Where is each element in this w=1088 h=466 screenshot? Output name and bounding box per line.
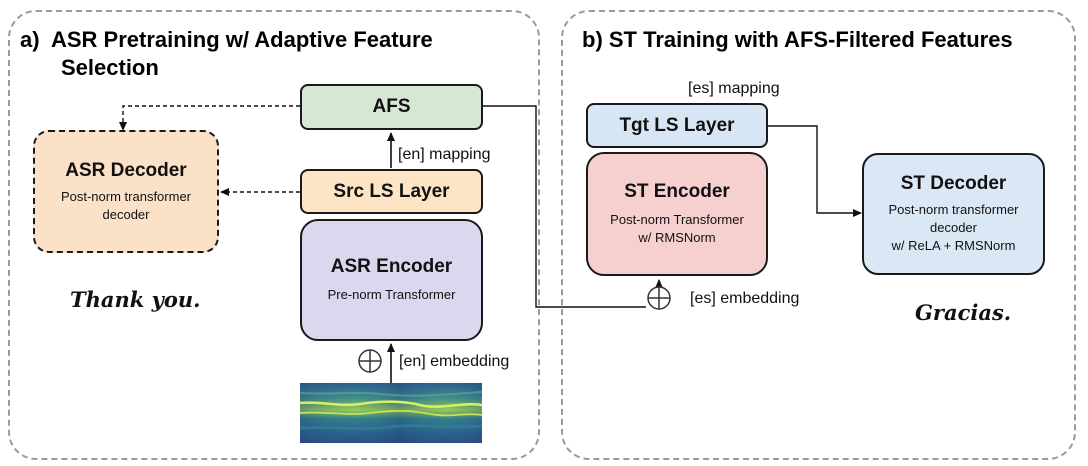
st-decoder-subtitle-line2: decoder [930, 220, 977, 235]
asr-encoder-subtitle: Pre-norm Transformer [327, 287, 456, 302]
panel-a [8, 10, 540, 460]
panel-a-title-line1: a) ASR Pretraining w/ Adaptive Feature [20, 27, 433, 52]
src-ls-layer-label: Src LS Layer [333, 180, 450, 202]
spectrogram-image [300, 383, 482, 443]
es-embedding-label: [es] embedding [690, 290, 800, 307]
asr-decoder-subtitle-line2: decoder [102, 206, 150, 222]
en-mapping-label: [en] mapping [398, 146, 491, 163]
st-encoder-box: ST Encoder Post-norm Transformer w/ RMSN… [586, 152, 768, 276]
st-decoder-subtitle-line3: w/ ReLA + RMSNorm [891, 238, 1016, 253]
en-embedding-label: [en] embedding [399, 353, 510, 370]
panel-b [561, 10, 1076, 460]
st-decoder-box: ST Decoder Post-norm transformer decoder… [862, 153, 1045, 275]
asr-decoder-subtitle-line1: Post-norm transformer [60, 188, 192, 204]
es-mapping-label: [es] mapping [688, 80, 780, 97]
arrow-icon [483, 105, 646, 308]
asr-encoder-box: ASR Encoder Pre-norm Transformer [300, 219, 483, 341]
afs-box: AFS [300, 84, 483, 130]
plus-circle-icon [647, 286, 671, 310]
st-decoder-subtitle-line1: Post-norm transformer [888, 202, 1019, 217]
src-ls-layer-box: Src LS Layer [300, 169, 483, 214]
st-encoder-title: ST Encoder [624, 181, 730, 202]
tgt-ls-layer-box: Tgt LS Layer [586, 103, 768, 148]
panel-a-title-line2: Selection [61, 55, 159, 80]
st-encoder-subtitle-line2: w/ RMSNorm [638, 230, 716, 245]
asr-output-text: Thank you. [70, 287, 201, 312]
st-decoder-title: ST Decoder [900, 173, 1007, 194]
plus-circle-icon [358, 349, 382, 373]
asr-decoder-title: ASR Decoder [65, 159, 187, 181]
tgt-ls-layer-label: Tgt LS Layer [619, 114, 735, 136]
arrow-icon [768, 125, 862, 217]
arrow-icon [119, 105, 300, 131]
asr-encoder-title: ASR Encoder [330, 256, 453, 277]
afs-label: AFS [372, 96, 411, 117]
st-output-text: Gracias. [915, 300, 1012, 325]
asr-decoder-box: ASR Decoder Post-norm transformer decode… [33, 130, 219, 253]
st-encoder-subtitle-line1: Post-norm Transformer [610, 212, 744, 227]
panel-b-title: b) ST Training with AFS-Filtered Feature… [582, 27, 1013, 52]
